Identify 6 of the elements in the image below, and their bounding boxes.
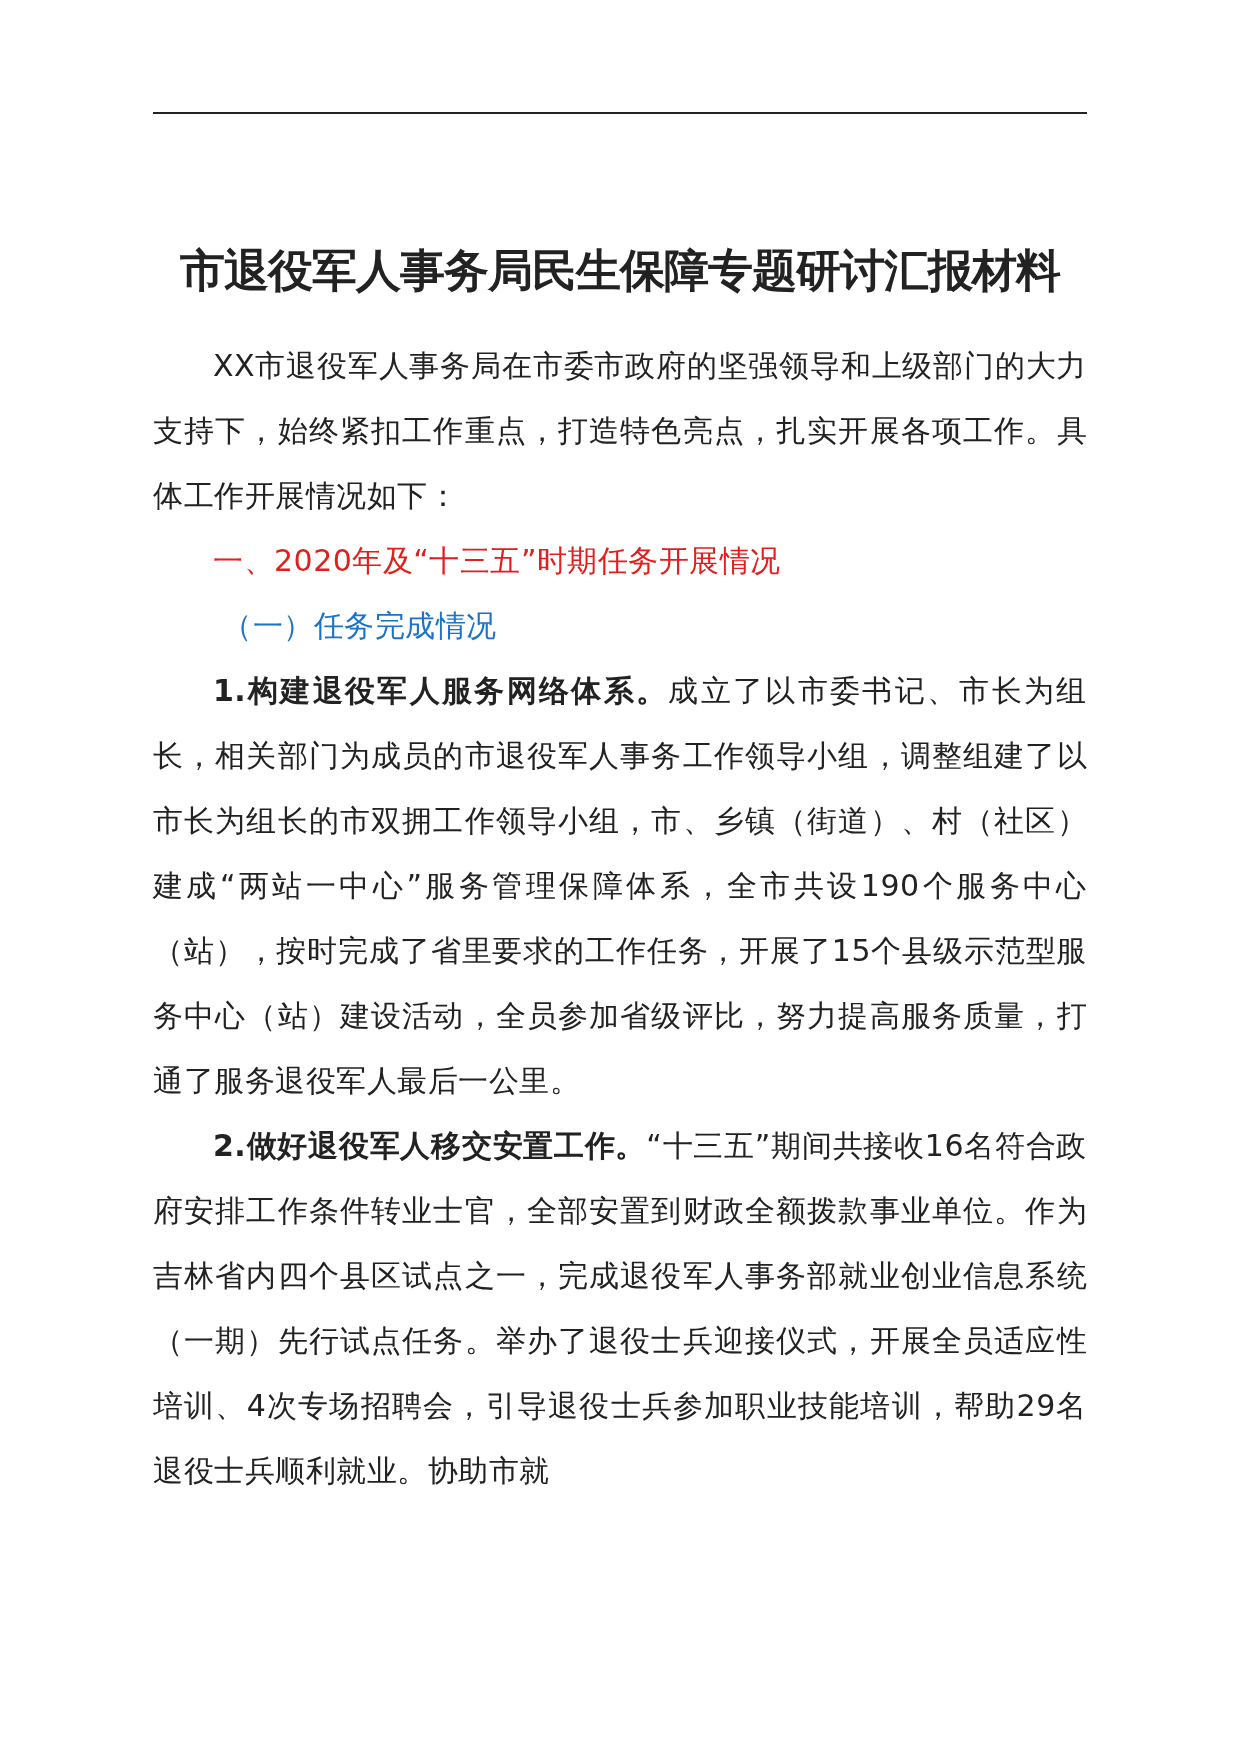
body-paragraph: 1.构建退役军人服务网络体系。成立了以市委书记、市长为组长，相关部门为成员的市退役军人事务工作领导小组，调整组建了以市长为组长的市双拥工作领导小组，市、乡镇（街道）、村（社区）建成“两站一中心”服务管理保障体系，全市共设190个服务中心（站），按时完成了省里要求的工作任务，开展了15个县级示范型服务中心（站）建设活动，全员参加省级评比，努力提高服务质量，打通了服务退役军人最后一公里。 [153, 672, 1087, 1100]
intro-paragraph: XX市退役军人事务局在市委市政府的坚强领导和上级部门的大力支持下，始终紧扣工作重点，打造特色亮点，扎实开展各项工作。具体工作开展情况如下： [153, 347, 1087, 515]
body-paragraph: 2.做好退役军人移交安置工作。“十三五”期间共接收16名符合政府安排工作条件转业士官，全部安置到财政全额拨款事业单位。作为吉林省内四个县区试点之一，完成退役军人事务部就业创业信息系统（一期）先行试点任务。举办了退役士兵迎接仪式，开展全员适应性培训、4次专场招聘会，引导退役士兵参加职业技能培训，帮助29名退役士兵顺利就业。协助市就 [153, 1127, 1087, 1490]
section-heading: 一、2020年及“十三五”时期任务开展情况 [212, 542, 782, 580]
subsection-heading: （一）任务完成情况 [221, 607, 498, 645]
document-title: 市退役军人事务局民生保障专题研讨汇报材料 [179, 243, 1062, 299]
